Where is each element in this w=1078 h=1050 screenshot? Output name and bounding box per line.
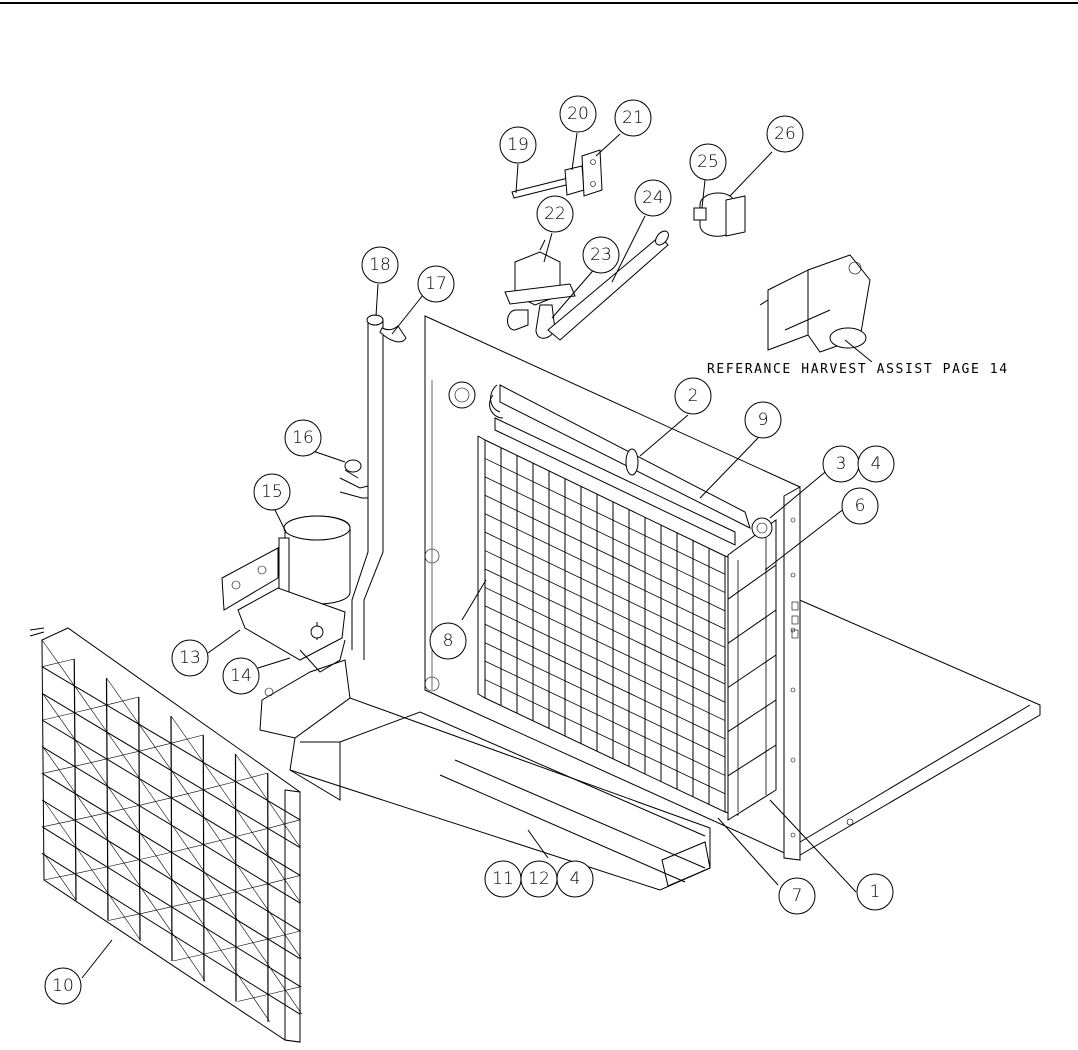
svg-text:21: 21: [622, 108, 644, 128]
svg-text:22: 22: [544, 204, 566, 224]
svg-text:8: 8: [443, 631, 454, 651]
callout-10: 10: [44, 967, 82, 1005]
inlet-water-valve: [504, 230, 669, 341]
callout-8: 8: [429, 622, 467, 660]
callout-18: 18: [361, 246, 399, 284]
water-trough: [259, 659, 711, 891]
callout-11: 11: [484, 860, 522, 898]
svg-text:10: 10: [52, 976, 74, 996]
harvest-assist-note: REFERANCE HARVEST ASSIST PAGE 14: [707, 362, 1009, 377]
svg-text:18: 18: [369, 255, 391, 275]
ice-curtain: [29, 627, 303, 1043]
svg-text:7: 7: [792, 886, 803, 906]
svg-text:14: 14: [230, 666, 252, 686]
svg-text:17: 17: [425, 274, 447, 294]
harvest-assist-assembly: [759, 254, 871, 353]
callout-13: 13: [171, 639, 209, 677]
svg-text:3: 3: [836, 454, 847, 474]
svg-text:6: 6: [855, 496, 866, 516]
overflow-tube-16: [339, 459, 369, 499]
callout-24: 24: [634, 179, 672, 217]
callout-9: 9: [744, 401, 782, 439]
callout-14: 14: [222, 657, 260, 695]
svg-text:24: 24: [642, 188, 664, 208]
base-tray: [794, 597, 1041, 859]
callout-26: 26: [766, 115, 804, 153]
evaporator-grid: [477, 435, 777, 821]
svg-text:12: 12: [528, 869, 550, 889]
callout-3: 3: [822, 445, 860, 483]
bin-thermostat: [693, 192, 746, 237]
callout-12: 12: [520, 860, 558, 898]
svg-text:19: 19: [507, 135, 529, 155]
svg-text:16: 16: [292, 428, 314, 448]
svg-text:20: 20: [567, 104, 589, 124]
leader-lines: [81, 132, 873, 979]
inlet-fitting: [511, 149, 603, 199]
callout-25: 25: [689, 143, 727, 181]
svg-text:9: 9: [758, 410, 769, 430]
distribution-tube: [489, 384, 773, 546]
callout-23: 23: [582, 236, 620, 274]
svg-text:2: 2: [688, 386, 699, 406]
callout-7: 7: [778, 877, 816, 915]
svg-text:23: 23: [590, 245, 612, 265]
callout-22: 22: [536, 195, 574, 233]
svg-text:13: 13: [179, 648, 201, 668]
callout-19: 19: [499, 126, 537, 164]
svg-text:15: 15: [261, 482, 283, 502]
water-pump: [221, 515, 351, 673]
callout-20: 20: [559, 95, 597, 133]
svg-text:1: 1: [870, 882, 881, 902]
callout-17: 17: [417, 265, 455, 303]
svg-text:11: 11: [492, 869, 514, 889]
svg-text:26: 26: [774, 124, 796, 144]
callout-1: 1: [856, 873, 894, 911]
drain-tube-18: [351, 314, 407, 660]
svg-text:25: 25: [697, 152, 719, 172]
callout-15: 15: [253, 473, 291, 511]
callout-16: 16: [284, 419, 322, 457]
svg-text:4: 4: [570, 869, 581, 889]
callout-6: 6: [841, 487, 879, 525]
callout-21: 21: [614, 99, 652, 137]
callout-4-upper: 4: [857, 445, 895, 483]
callout-2: 2: [674, 377, 712, 415]
svg-text:4: 4: [871, 454, 882, 474]
callout-4-lower: 4: [556, 860, 594, 898]
